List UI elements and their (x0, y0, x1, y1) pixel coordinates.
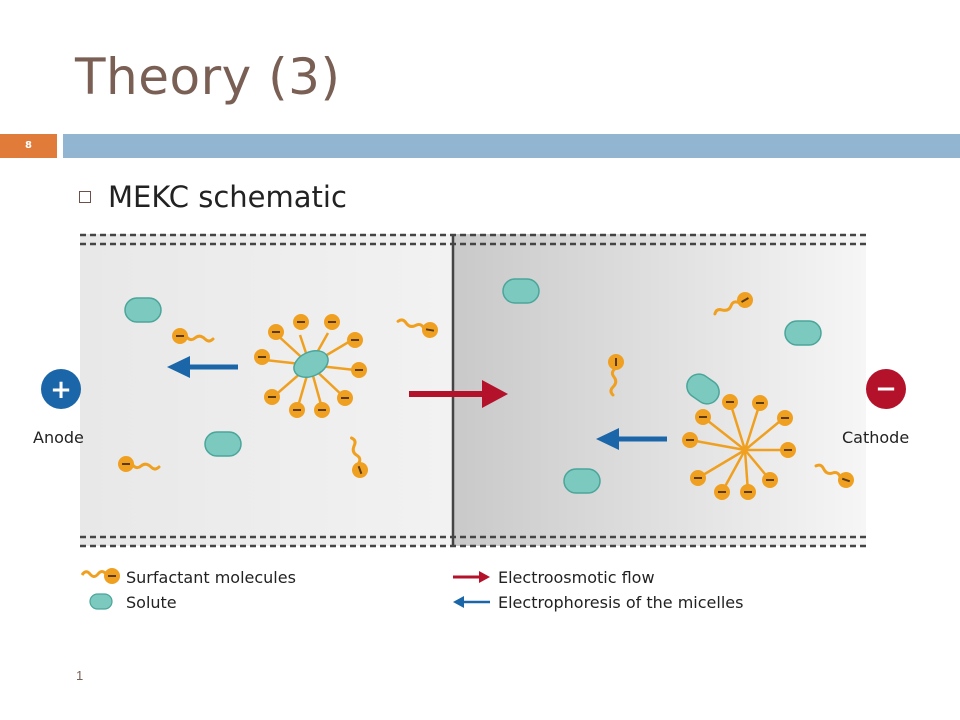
bullet-text: MEKC schematic (108, 180, 347, 214)
footer-page-number: 1 (76, 668, 84, 683)
solute (204, 431, 242, 457)
cathode-icon: − (866, 369, 906, 409)
solute (124, 297, 162, 323)
svg-text:−: − (875, 374, 897, 404)
solutes (124, 278, 822, 494)
solute (563, 468, 601, 494)
solute (502, 278, 540, 304)
bullet-square-icon (79, 191, 91, 203)
micelle-electrophoresis-arrow-right (596, 428, 667, 450)
legend-electrophoresis-label: Electrophoresis of the micelles (498, 593, 743, 612)
legend-solute-icon (89, 593, 113, 610)
legend-surfactant-icon (104, 568, 120, 584)
solute-in-micelle (293, 349, 329, 379)
legend-eof-label: Electroosmotic flow (498, 568, 655, 587)
header-band (63, 134, 960, 158)
anode-icon: + (41, 369, 81, 409)
solute (784, 320, 822, 346)
micelle-electrophoresis-arrow-left (167, 356, 238, 378)
svg-text:+: + (50, 375, 72, 405)
legend-surfactant-label: Surfactant molecules (126, 568, 296, 587)
legend-solute-label: Solute (126, 593, 177, 612)
micelle-right (689, 401, 787, 493)
electroosmotic-flow-arrow (409, 380, 508, 408)
anode-label: Anode (33, 428, 84, 447)
capillary-left-region (80, 234, 453, 546)
legend-electrophoresis-icon (453, 596, 490, 608)
slide-number-badge (0, 134, 57, 158)
slide-title: Theory (3) (75, 48, 341, 106)
legend: Surfactant molecules Solute Electroosmot… (80, 568, 743, 612)
solute (686, 373, 720, 405)
legend-eof-icon (453, 571, 490, 583)
cathode-label: Cathode (842, 428, 909, 447)
slide-number: 8 (25, 140, 32, 151)
